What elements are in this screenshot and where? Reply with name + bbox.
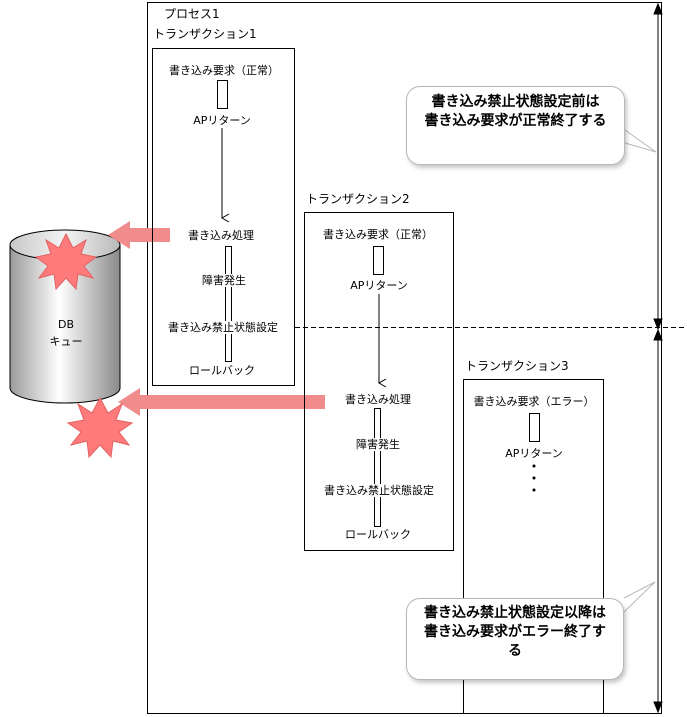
t3-request-bar	[529, 413, 540, 442]
callout2-line1: 書き込み禁止状態設定以降は	[424, 605, 606, 621]
transaction1-box	[152, 48, 295, 386]
transaction1-flow	[217, 80, 232, 362]
t1-request-bar	[217, 80, 228, 109]
t2-write-process: 書き込み処理	[345, 393, 411, 406]
t2-write-prohibit: 書き込み禁止状態設定	[324, 484, 434, 497]
failure-burst-icon	[34, 232, 98, 291]
failure-burst-icon	[66, 396, 134, 459]
transaction2-box	[304, 212, 454, 551]
callout-before-prohibit: 書き込み禁止状態設定前は 書き込み要求が正常終了する	[406, 86, 625, 165]
callout-after-prohibit: 書き込み禁止状態設定以降は 書き込み要求がエラー終了す る	[406, 598, 624, 680]
t3-ellipsis-dot	[532, 488, 536, 492]
db-queue-label-line1: DB	[57, 318, 75, 331]
t1-ap-return: APリターン	[193, 114, 251, 127]
process-label: プロセス1	[164, 7, 220, 21]
t1-failure: 障害発生	[202, 274, 246, 287]
t2-ap-return: APリターン	[350, 279, 408, 292]
t1-write-prohibit: 書き込み禁止状態設定	[168, 321, 278, 334]
dimension-arrows	[653, 2, 663, 714]
transaction3-flow	[529, 413, 540, 492]
process-box	[147, 2, 662, 714]
db-queue-label-line2: キュー	[49, 335, 83, 348]
transaction2-flow	[373, 246, 387, 527]
t2-rollback: ロールバック	[345, 528, 411, 541]
t3-ellipsis-dot	[532, 476, 536, 480]
t2-process-bar	[374, 408, 381, 527]
t1-write-request: 書き込み要求（正常）	[169, 64, 279, 77]
t3-ellipsis-dot	[532, 464, 536, 468]
t1-write-process: 書き込み処理	[188, 229, 254, 242]
t1-rollback: ロールバック	[189, 364, 255, 377]
callout2-tail	[623, 581, 656, 613]
callout1-tail	[624, 129, 657, 153]
transaction3-box	[463, 379, 604, 713]
t1-write-arrow	[108, 221, 170, 249]
transaction1-label: トランザクション1	[153, 27, 257, 41]
callout2-line3: る	[508, 643, 522, 659]
t2-failure: 障害発生	[356, 438, 400, 451]
t3-write-request: 書き込み要求（エラー）	[473, 395, 595, 408]
transaction2-label: トランザクション2	[306, 192, 410, 206]
t2-write-arrow	[118, 388, 325, 416]
t2-write-request: 書き込み要求（正常）	[323, 228, 433, 241]
transaction3-label: トランザクション3	[465, 359, 569, 373]
callout2-line2: 書き込み要求がエラー終了す	[424, 624, 606, 640]
t2-request-bar	[373, 246, 384, 275]
t1-process-bar	[225, 246, 232, 362]
t3-ap-return: APリターン	[505, 447, 563, 460]
callout1-line1: 書き込み禁止状態設定前は	[431, 94, 600, 110]
callout1-line2: 書き込み要求が正常終了する	[424, 113, 607, 129]
